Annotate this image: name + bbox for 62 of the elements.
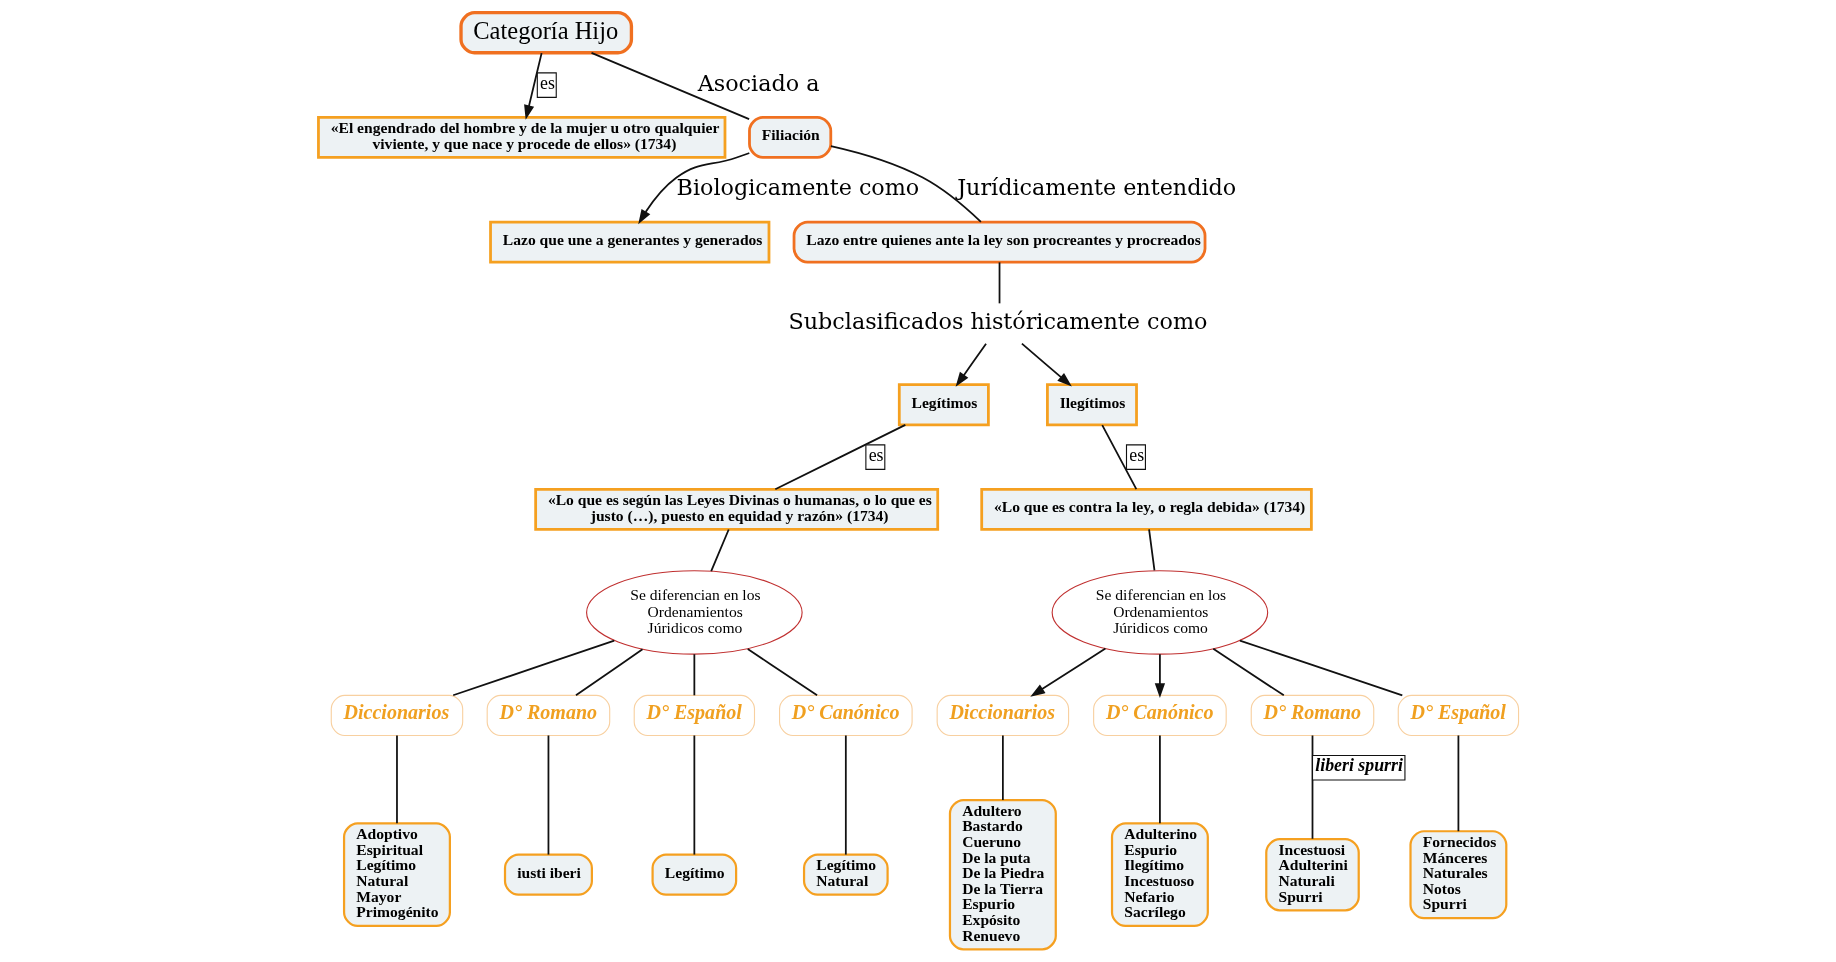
connector <box>746 648 818 697</box>
node-box: Fornecidos Mánceres Naturales Notos Spurri <box>1408 830 1507 920</box>
node-box: Legítimo Natural <box>802 853 889 896</box>
connector <box>590 52 750 120</box>
node-box: «Lo que es según las Leyes Divinas o humanas, o lo que es justo (…), puesto en equidad y razón» (1734) <box>533 488 939 531</box>
node-ellipse: Se diferencian en los Ordenamientos Júridicos como <box>585 570 803 655</box>
connector <box>1457 734 1459 833</box>
connector <box>1001 734 1004 801</box>
connector <box>395 734 398 825</box>
node-box: D° Español <box>1397 694 1519 737</box>
node-box: Incestuosi Adulterini Naturali Spurri <box>1264 837 1360 912</box>
node-box: Diccionarios <box>936 694 1069 737</box>
connector <box>451 639 615 697</box>
connector <box>574 648 643 697</box>
node-box: D° Canónico <box>1092 694 1227 737</box>
node-box: Legítimo <box>650 853 737 896</box>
edge-label: es <box>539 73 555 94</box>
node-text: Subclasificados históricamente como <box>787 308 1207 334</box>
arrow <box>1020 342 1072 387</box>
node-ellipse: Se diferencian en los Ordenamientos Júridicos como <box>1051 570 1268 655</box>
connector <box>1100 424 1137 490</box>
node-box: Diccionarios <box>330 694 463 737</box>
node-box: Legítimos <box>897 383 990 427</box>
edge-label: liberi spurri <box>1314 754 1403 775</box>
node-box: Lazo que une a generantes y generados <box>488 220 770 264</box>
node-box: D° Romano <box>1250 694 1374 737</box>
edge-label: es <box>1128 445 1144 466</box>
node-box: iusti iberi <box>503 853 593 896</box>
connector <box>692 734 695 856</box>
connector <box>1238 639 1403 697</box>
arrow <box>1029 647 1106 697</box>
connector <box>547 734 549 856</box>
arrow <box>955 342 987 387</box>
node-box: Adulterino Espurio Ilegítimo Incestuoso Nefario Sacrílego <box>1110 822 1209 928</box>
connector <box>998 261 1000 305</box>
connector <box>829 145 982 223</box>
node-box: Lazo entre quienes ante la ley son procreantes y procreados <box>792 220 1206 264</box>
edge-label: Asociado a <box>697 69 819 96</box>
node-box: Adultero Bastardo Cueruno De la puta De la Piedra De la Tierra Espurio Expósito Renuevo <box>948 798 1057 951</box>
edge-label: es <box>868 445 883 466</box>
node-box: D° Español <box>633 694 755 737</box>
node-box: «Lo que es contra la ley, o regla debida» (1734) <box>979 488 1313 531</box>
node-box: «El engendrado del hombre y de la mujer u otro qualquier viviente, y que nace y procede de ellos» (1734) <box>316 116 726 159</box>
connector <box>1211 647 1285 697</box>
arrow <box>523 52 542 120</box>
connector <box>1147 528 1155 572</box>
node-box: D° Canónico <box>778 694 913 737</box>
node-box: Categoría Hijo <box>458 11 633 55</box>
connector <box>692 653 695 697</box>
node-box: Filiación <box>747 116 832 159</box>
edge-label: Biologicamente como <box>676 174 919 201</box>
connector <box>709 528 730 573</box>
connector <box>1311 734 1313 840</box>
node-box: D° Romano <box>486 694 610 737</box>
connector <box>773 424 906 491</box>
connector <box>844 734 847 856</box>
node-box: Ilegítimos <box>1045 383 1138 427</box>
node-box: Adoptivo Espiritual Legítimo Natural Mayor Primogénito <box>342 822 451 928</box>
edge-label: Jurídicamente entendido <box>956 174 1236 201</box>
connector <box>1158 734 1161 825</box>
arrow <box>1154 653 1165 698</box>
arrow <box>637 152 750 225</box>
